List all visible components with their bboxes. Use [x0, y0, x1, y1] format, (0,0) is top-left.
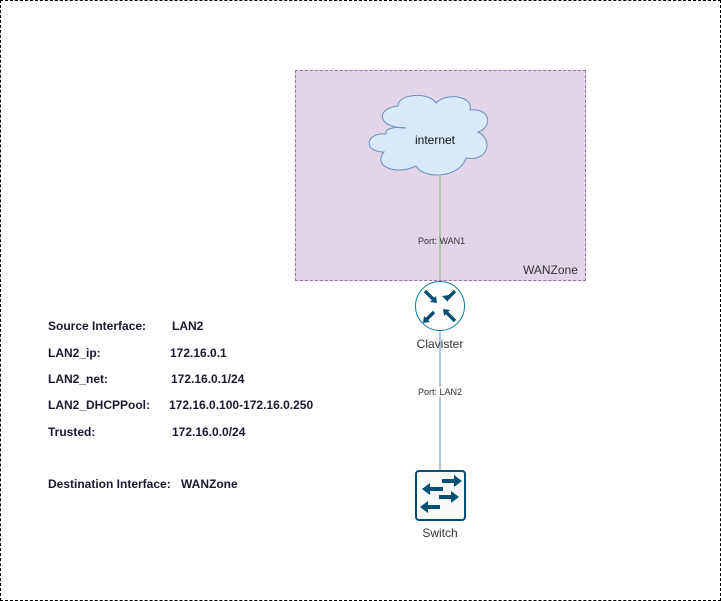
lan2-dhcppool-value: 172.16.0.100-172.16.0.250: [169, 398, 314, 412]
switch-icon[interactable]: [415, 470, 466, 521]
internet-label: internet: [414, 133, 456, 147]
source-interface-key: Source Interface:: [48, 319, 147, 333]
trusted-key: Trusted:: [48, 425, 96, 439]
lan2-ip-key: LAN2_ip:: [48, 346, 101, 360]
source-interface-value: LAN2: [172, 319, 204, 333]
lan2-net-value: 172.16.0.1/24: [171, 372, 245, 386]
lan2-ip-value: 172.16.0.1: [170, 346, 227, 360]
edge-label-wan1: Port: WAN1: [418, 236, 466, 246]
destination-interface-value: WANZone: [181, 477, 238, 491]
cloud-icon[interactable]: [368, 95, 488, 176]
lan2-net-key: LAN2_net:: [48, 372, 109, 386]
lan2-dhcppool-key: LAN2_DHCPPool:: [48, 398, 151, 412]
edge-label-lan2: Port: LAN2: [418, 387, 463, 397]
destination-interface-key: Destination Interface:: [48, 477, 171, 491]
router-icon[interactable]: [415, 281, 465, 331]
switch-label: Switch: [422, 526, 458, 540]
trusted-value: 172.16.0.0/24: [172, 425, 246, 439]
router-label: Clavister: [416, 337, 464, 351]
wan-zone-label: WANZone: [523, 263, 578, 277]
